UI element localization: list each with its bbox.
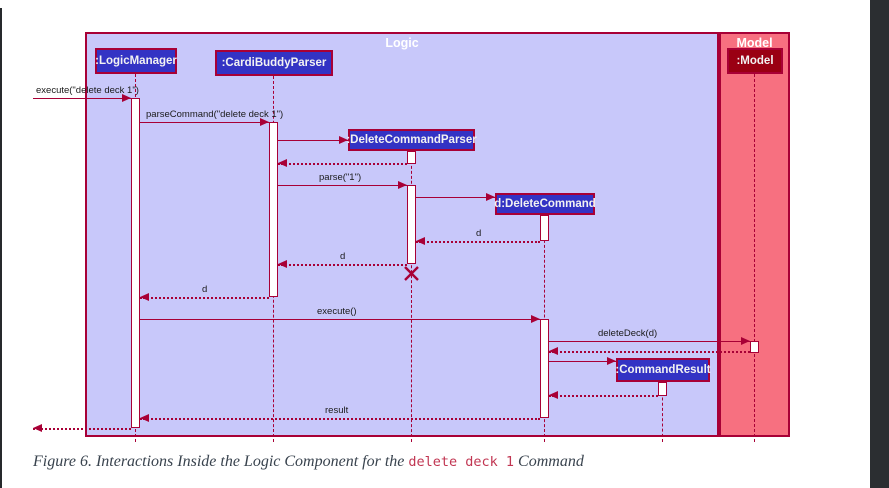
message-final-return-line: [33, 428, 131, 430]
message-execute2-line: [140, 319, 540, 320]
message-execute-line: [33, 98, 131, 99]
logic-frame-title: Logic: [385, 36, 419, 50]
activation-deletecommandparser-1: [407, 151, 416, 164]
participant-commandresult: :CommandResult: [615, 358, 711, 382]
message-result-label: result: [325, 405, 349, 416]
activation-cardibuddyparser: [269, 122, 278, 297]
message-return-d1-label: d: [476, 228, 482, 239]
participant-label: :CommandResult: [615, 364, 711, 376]
figure-caption-text: Figure 6. Interactions Inside the Logic …: [33, 453, 409, 470]
participant-label: :CardiBuddyParser: [221, 57, 327, 69]
participant-deletecommandparser: :DeleteCommandParser: [346, 129, 477, 151]
message-deletedeck-line: [549, 341, 750, 342]
message-return-d3-line: [140, 297, 269, 299]
arrowhead-right-icon: [122, 94, 131, 102]
left-page-edge: [0, 8, 2, 488]
lifeline-deletecommandparser: [411, 151, 412, 442]
logic-frame: Logic: [85, 32, 719, 437]
arrowhead-right-icon: [607, 357, 616, 365]
participant-cardibuddyparser: :CardiBuddyParser: [215, 50, 333, 76]
figure-caption: Figure 6. Interactions Inside the Logic …: [33, 453, 584, 471]
arrowhead-right-icon: [339, 136, 348, 144]
arrowhead-left-icon: [278, 260, 287, 268]
arrowhead-right-icon: [398, 181, 407, 189]
message-return-d1-line: [416, 241, 540, 243]
message-parse-line: [278, 185, 407, 186]
message-return-result-line: [549, 395, 658, 397]
activation-deletecommand-2: [540, 319, 549, 418]
message-return-d3-label: d: [202, 284, 208, 295]
arrowhead-left-icon: [549, 391, 558, 399]
arrowhead-left-icon: [416, 237, 425, 245]
participant-logicmanager: :LogicManager: [95, 48, 177, 74]
destroy-icon: [404, 266, 419, 281]
message-execute2-label: execute(): [317, 306, 357, 317]
arrowhead-right-icon: [486, 193, 495, 201]
arrowhead-right-icon: [260, 118, 269, 126]
participant-deletecommand: d:DeleteCommand: [494, 193, 596, 215]
message-parse-label: parse("1"): [319, 172, 362, 183]
activation-model: [750, 341, 759, 353]
message-return-d2-line: [278, 264, 407, 266]
message-return-d2-label: d: [340, 251, 346, 262]
message-execute-label: execute("delete deck 1"): [36, 85, 139, 96]
activation-deletecommand-1: [540, 215, 549, 241]
participant-label: :Model: [736, 55, 774, 67]
participant-model: :Model: [727, 48, 783, 74]
figure-caption-suffix: Command: [514, 453, 584, 470]
right-dark-panel: [870, 0, 889, 488]
participant-label: d:DeleteCommand: [494, 198, 596, 210]
message-create-parser-line: [278, 140, 348, 141]
arrowhead-left-icon: [278, 159, 287, 167]
arrowhead-right-icon: [531, 315, 540, 323]
message-create-command-line: [416, 197, 495, 198]
participant-label: :DeleteCommandParser: [346, 134, 477, 146]
message-return-model-line: [549, 351, 750, 353]
arrowhead-left-icon: [33, 424, 42, 432]
figure-caption-code: delete deck 1: [408, 454, 515, 470]
message-parsecommand-label: parseCommand("delete deck 1"): [146, 109, 284, 120]
message-result-line: [140, 418, 540, 420]
message-parsecommand-line: [140, 122, 269, 123]
activation-deletecommandparser-2: [407, 185, 416, 264]
message-return-parser-line: [278, 163, 407, 165]
arrowhead-left-icon: [140, 293, 149, 301]
lifeline-commandresult: [662, 382, 663, 442]
message-create-result-line: [549, 361, 616, 362]
arrowhead-left-icon: [549, 347, 558, 355]
activation-logicmanager: [131, 98, 140, 428]
model-frame-title: Model: [736, 36, 773, 50]
participant-label: :LogicManager: [95, 55, 177, 67]
message-deletedeck-label: deleteDeck(d): [598, 328, 658, 339]
lifeline-model: [754, 74, 755, 442]
arrowhead-left-icon: [140, 414, 149, 422]
arrowhead-right-icon: [741, 337, 750, 345]
activation-commandresult: [658, 382, 667, 396]
